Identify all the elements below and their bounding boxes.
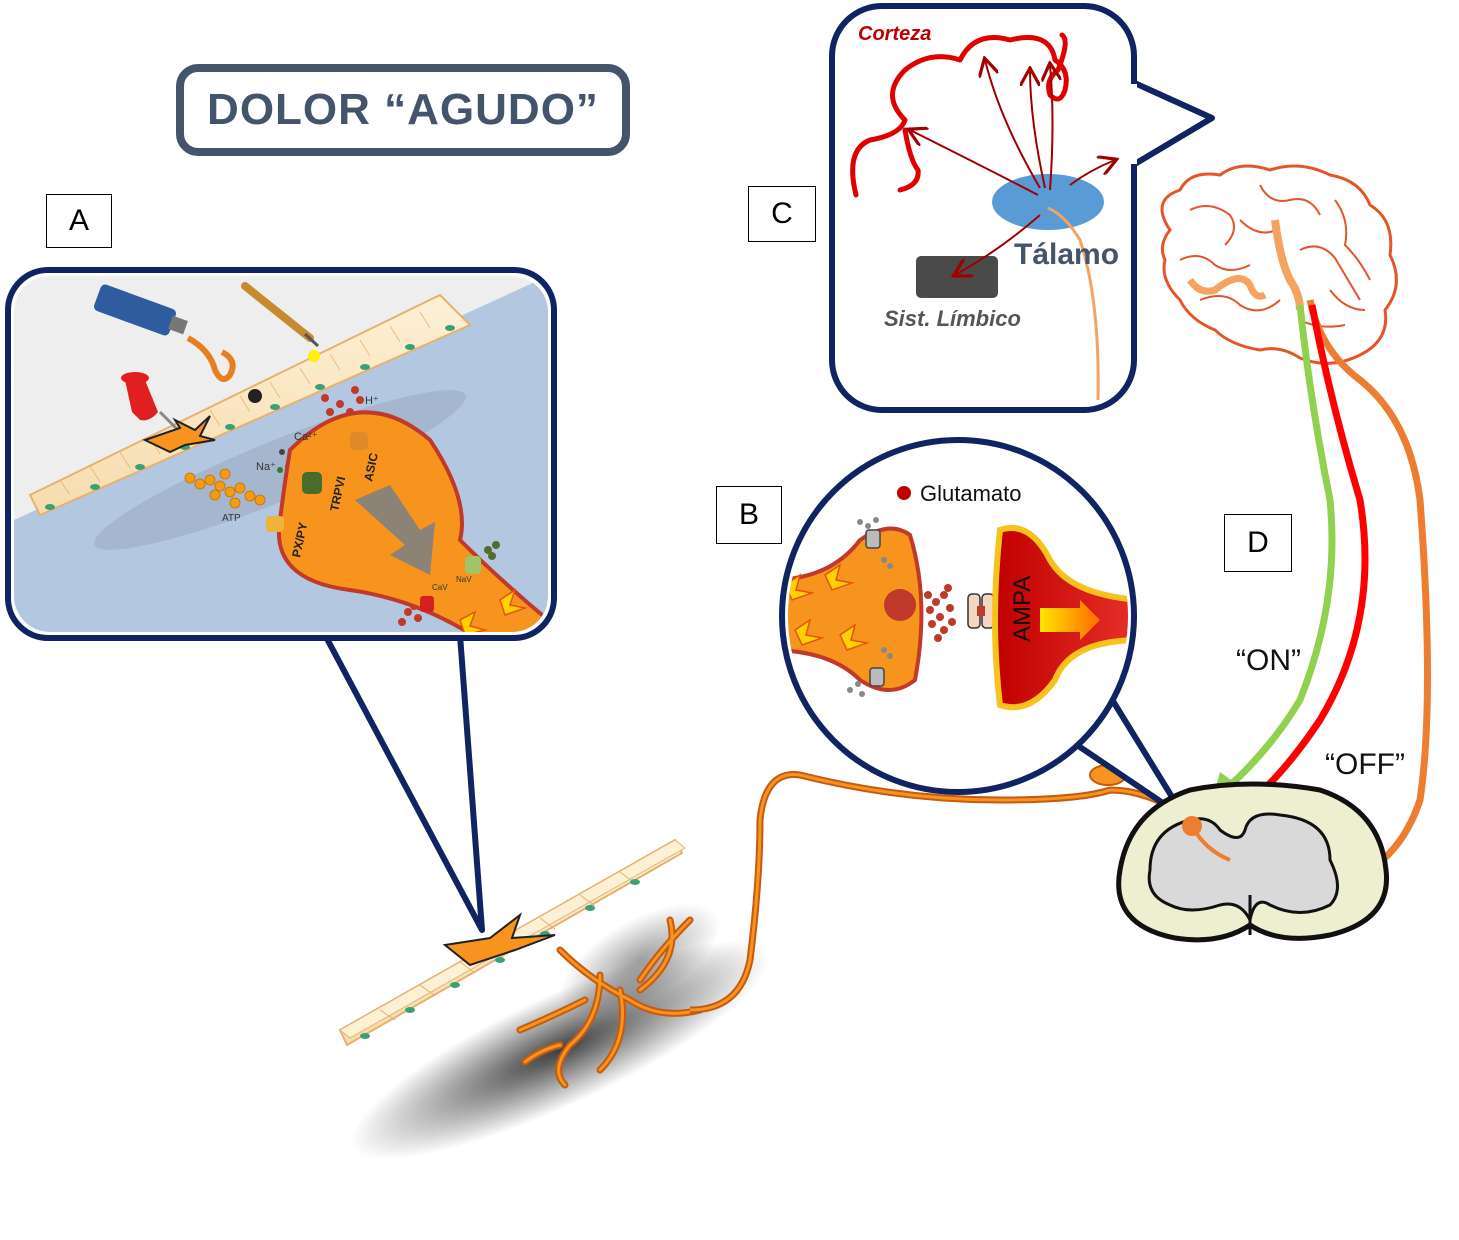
off-label: “OFF” [1325,748,1405,781]
label-cav: CaV [432,583,448,592]
spinal-cord [1116,781,1390,943]
panel-label-a: A [46,194,112,248]
panel-label-b: B [716,486,782,544]
thalamus [992,174,1104,230]
off-pathway [1237,304,1369,813]
cav-channel [420,596,434,612]
pin-icon [121,372,182,434]
asic-channel [350,432,368,450]
panel-c-callout: Corteza Tálamo Sist. Límbico [829,3,1215,413]
limbic-label: Sist. Límbico [884,306,1021,331]
trpv1-channel [302,472,322,494]
panel-a-callout: H⁺ Ca²⁺ Na⁺ ATP PX/PY TRPVI ASIC NaV CaV [5,267,557,933]
glutamate-legend: Glutamato [920,481,1022,506]
panel-label-d: D [1224,514,1292,572]
lighter-icon [94,284,236,382]
limbic-system [916,256,998,298]
on-label: “ON” [1236,644,1301,677]
thalamus-label: Tálamo [1014,238,1119,271]
skin-wound-icon [442,912,556,967]
label-asic: ASIC [361,451,381,482]
panel-label-c: C [748,186,816,242]
cortex-label: Corteza [858,23,931,45]
wound-icon [142,415,216,454]
label-na: Na⁺ [256,461,276,473]
p2x-channel [266,516,284,532]
ampa-label: AMPA [1009,576,1036,642]
on-pathway [1222,304,1336,793]
skin-patch [338,838,770,1160]
nav-channel [465,556,481,574]
label-ca: Ca²⁺ [294,431,318,443]
label-h: H⁺ [365,395,379,407]
label-atp: ATP [222,513,241,524]
diagram-title: DOLOR “AGUDO” [207,85,599,134]
dropper-icon [241,282,320,403]
label-nav: NaV [456,575,472,584]
panel-b-callout: AMPA Glutamato [779,437,1188,821]
brain-icon [1160,164,1398,365]
glutamate-legend-dot [897,486,911,500]
title-box: DOLOR “AGUDO” [176,64,630,156]
afferent-fiber [689,764,1193,1014]
